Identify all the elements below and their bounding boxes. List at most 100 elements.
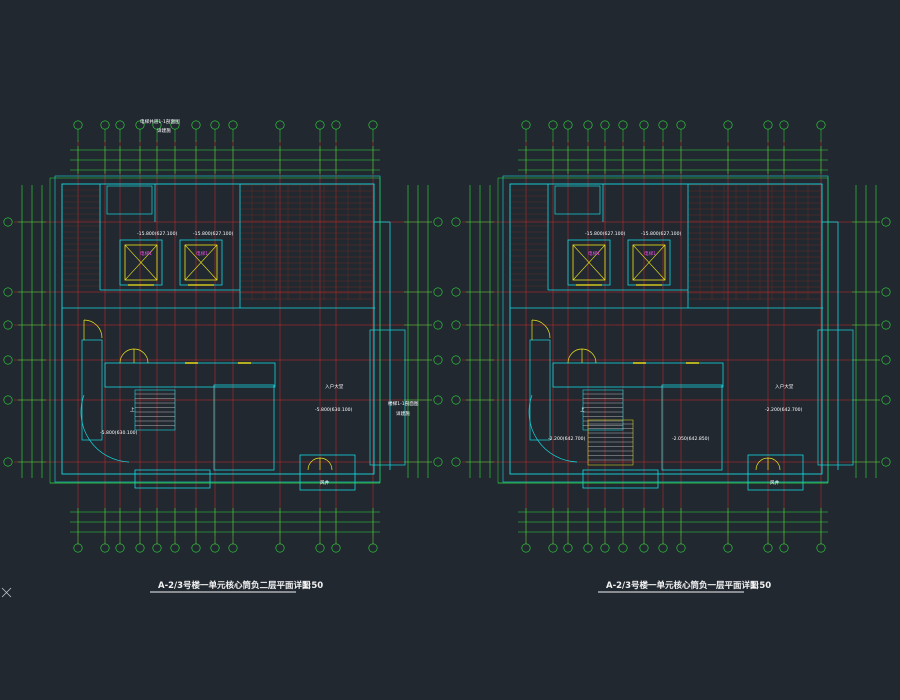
elevator-car xyxy=(632,244,666,281)
callout-elevator-section: 电梯井道1-1剖面图 xyxy=(140,118,180,125)
grid-axis-bubbles-plan-1 xyxy=(3,120,443,553)
entry-lobby-label: 入户大堂 xyxy=(325,383,344,390)
elevator-tag-left: 电梯1 xyxy=(140,250,152,257)
elevator-car xyxy=(572,244,606,281)
floor-plan-b1: 入户大堂 -2.200(642.700) -2.200(642.700) -2.… xyxy=(451,120,891,593)
elevator-pit-level-right: -15.800(627.100) xyxy=(193,231,234,237)
elevator-car-diagonal xyxy=(572,244,606,281)
elevator-pit-level-right: -15.800(627.100) xyxy=(641,231,682,237)
shaft-top-left xyxy=(106,185,153,215)
stair-up-label: 上 xyxy=(580,406,585,413)
elevator-shafts-plan-2 xyxy=(567,239,671,286)
elevator-tag-right: 电梯1 xyxy=(644,250,656,257)
ucs-cross-icon xyxy=(1,587,12,598)
elevator-car-diagonal xyxy=(124,244,158,281)
doors-plan-2 xyxy=(528,319,781,471)
floor-plan-b2: 电梯井道1-1剖面图 详建施 楼梯1-1剖面图 详建施 入户大堂 -5.800(… xyxy=(3,118,443,593)
callout-elevator-section-sub: 详建施 xyxy=(157,127,171,134)
entry-lobby-label: 入户大堂 xyxy=(775,383,794,390)
shaft-room-label: 风井 xyxy=(320,479,330,486)
grid-axis-bubble-right xyxy=(881,217,891,227)
dimension-lines-plan-1 xyxy=(18,146,432,536)
elevator-car-diagonal xyxy=(632,244,666,281)
outer-wall-outline xyxy=(509,183,823,475)
stair-plan-1 xyxy=(134,389,176,431)
elevator-car xyxy=(184,244,218,281)
curved-wall-arc xyxy=(528,394,578,463)
grid-axis-bubble-right xyxy=(433,355,443,365)
lobby-wall xyxy=(299,454,356,491)
callout-stair-section-sub: 详建施 xyxy=(396,410,410,417)
grid-axis-bubble-left xyxy=(3,320,13,330)
shaft-room-label: 风井 xyxy=(770,479,780,486)
shaft-top-left xyxy=(554,185,601,215)
dimension-lines-plan-2 xyxy=(466,146,880,536)
right-wall xyxy=(369,329,406,466)
grid-axis-bubble-right xyxy=(881,320,891,330)
mid-level-mark: -2.050(642.850) xyxy=(672,436,710,442)
entry-door-arc xyxy=(307,457,333,471)
grid-axis-bubble-left xyxy=(451,355,461,365)
curved-wall-arc xyxy=(80,394,130,463)
core-wall xyxy=(661,384,723,471)
grid-axis-bubble-left xyxy=(451,395,461,405)
elevator-pit-level-left: -15.800(627.100) xyxy=(585,231,626,237)
grid-axis-bubble-left xyxy=(451,287,461,297)
lobby-level-mark: -2.200(642.700) xyxy=(765,407,803,413)
drawing-scale: 1:50 xyxy=(302,581,323,591)
grid-axis-bubble-right xyxy=(881,287,891,297)
grid-axis-bubble-right xyxy=(881,457,891,467)
grid-axis-bubble-left xyxy=(3,457,13,467)
grid-axis-bubble-right xyxy=(881,395,891,405)
entry-door-arc xyxy=(755,457,781,471)
drawing-title: A-2/3号楼一单元核心筒负一层平面详图 xyxy=(606,580,759,591)
elevator-tag-right: 电梯1 xyxy=(196,250,208,257)
shaft-wall xyxy=(134,469,211,489)
grid-axis-bubble-left xyxy=(451,320,461,330)
outer-wall-outline xyxy=(61,183,375,475)
grid-axis-bubble-left xyxy=(451,457,461,467)
elevator-car-diagonal xyxy=(184,244,218,281)
stair-up-label: 上 xyxy=(130,406,135,413)
elevator-shafts-plan-1 xyxy=(119,239,223,286)
grid-axis-bubble-left xyxy=(3,355,13,365)
drawing-title: A-2/3号楼一单元核心筒负二层平面详图 xyxy=(158,580,311,591)
drawing-scale: 1:50 xyxy=(750,581,771,591)
side-wall xyxy=(81,339,103,441)
lobby-level-mark: -5.800(630.100) xyxy=(315,407,353,413)
grid-lines-plan-2 xyxy=(462,140,880,545)
doors-plan-1 xyxy=(80,319,333,471)
grid-axis-bubble-right xyxy=(433,287,443,297)
double-door-arc xyxy=(119,348,149,364)
lobby-wall xyxy=(747,454,804,491)
side-wall xyxy=(529,339,551,441)
walls-plan-2 xyxy=(502,175,854,491)
grid-axis-bubble-left xyxy=(3,287,13,297)
grid-axis-bubble-right xyxy=(433,217,443,227)
grid-axis-bubble-right xyxy=(881,355,891,365)
callout-stair-section: 楼梯1-1剖面图 xyxy=(388,400,419,407)
stair-outline xyxy=(582,389,624,431)
grid-axis-bubble-left xyxy=(451,217,461,227)
stair-outline xyxy=(134,389,176,431)
elevator-pit-level-left: -15.800(627.100) xyxy=(137,231,178,237)
grid-lines-plan-1 xyxy=(14,140,432,545)
grid-axis-bubble-left xyxy=(3,395,13,405)
grid-axis-bubble-right xyxy=(433,395,443,405)
side-door-arc xyxy=(83,319,103,340)
grid-axis-bubble-right xyxy=(433,457,443,467)
grid-axis-bubble-right xyxy=(433,320,443,330)
elevator-tag-left: 电梯1 xyxy=(588,250,600,257)
right-wall xyxy=(817,329,854,466)
double-door-arc xyxy=(567,348,597,364)
stair-plan-2 xyxy=(582,389,634,466)
shaft-wall xyxy=(582,469,659,489)
side-door-arc xyxy=(531,319,551,340)
stair-level-mark: -2.200(642.700) xyxy=(548,436,586,442)
stair-level-mark: -5.800(630.100) xyxy=(100,430,138,436)
stair-landing xyxy=(587,419,634,466)
grid-axis-bubbles-plan-2 xyxy=(451,120,891,553)
grid-axis-bubble-left xyxy=(3,217,13,227)
